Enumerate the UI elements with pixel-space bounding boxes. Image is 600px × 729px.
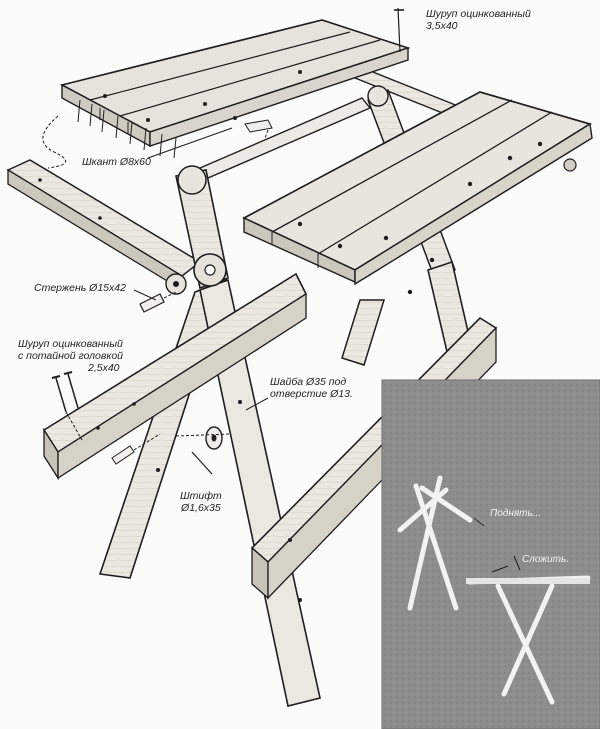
label-pin-line1: Штифт: [180, 490, 222, 502]
label-countersunk-line1: Шуруп оцинкованный: [18, 338, 123, 350]
label-pin: Штифт Ø1,6х35: [180, 490, 222, 514]
label-screw-top-line2: 3,5х40: [426, 20, 458, 33]
label-countersunk-screw: Шуруп оцинкованный с потайной головкой 2…: [18, 338, 123, 374]
inset-photo: [381, 379, 600, 729]
rear-short-leg: [341, 299, 386, 366]
leader-lines: [42, 115, 233, 301]
label-screw-top: Шуруп оцинкованный 3,5х40: [426, 8, 531, 32]
tabletop-right: [242, 91, 593, 295]
label-pin-line2: Ø1,6х35: [181, 502, 221, 515]
label-dowel: Шкант Ø8х60: [82, 156, 151, 168]
inset-label-lift: Поднять...: [490, 508, 542, 519]
tabletop-left: [59, 7, 411, 159]
countersunk-screws: [51, 371, 83, 441]
label-countersunk-line3: 2,5х40: [88, 362, 120, 375]
label-washer-line2: отверстие Ø13.: [270, 388, 353, 401]
rod: [139, 291, 177, 313]
lower-left-crossbar: [42, 272, 308, 481]
label-rod: Стержень Ø15х42: [34, 282, 126, 294]
label-screw-top-line1: Шуруп оцинкованный: [426, 8, 531, 20]
left-top-rail: [6, 159, 202, 295]
label-washer-line1: Шайба Ø35 под: [270, 376, 347, 388]
label-washer: Шайба Ø35 под отверстие Ø13.: [270, 376, 353, 400]
inset-label-fold: Сложить.: [522, 554, 570, 565]
washer: [175, 397, 269, 475]
label-countersunk-line2: с потайной головкой: [18, 350, 124, 363]
